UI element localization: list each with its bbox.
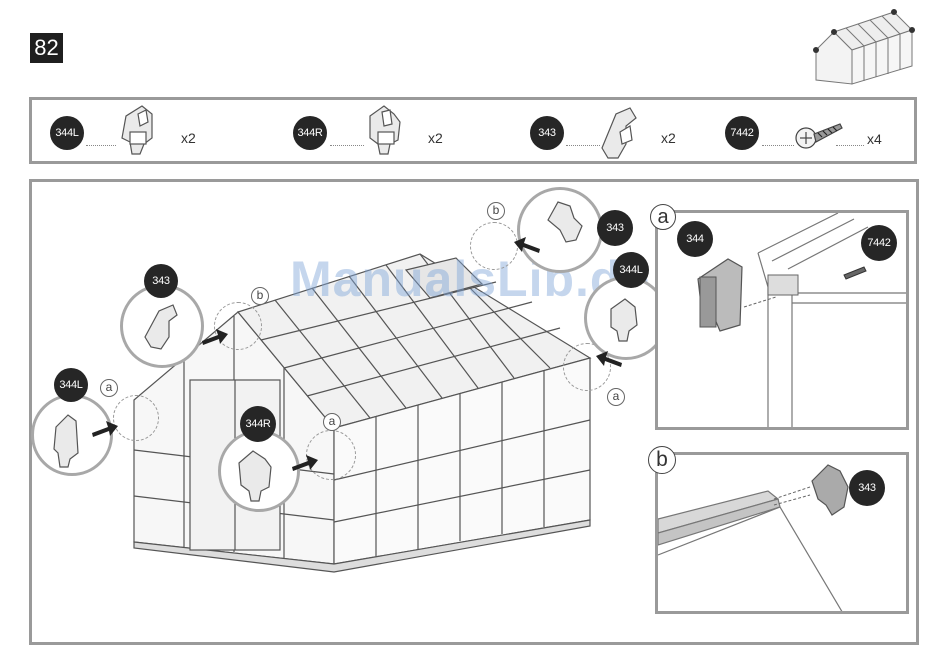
location-label: b bbox=[487, 202, 505, 220]
leader-line bbox=[566, 145, 600, 146]
part-quantity: x2 bbox=[181, 130, 196, 146]
part-badge: 344R bbox=[240, 406, 276, 442]
part-quantity: x2 bbox=[661, 130, 676, 146]
part-badge: 344L bbox=[54, 368, 88, 402]
part-badge: 344L bbox=[613, 252, 649, 288]
part-badge: 344R bbox=[293, 116, 327, 150]
leader-line bbox=[330, 145, 364, 146]
part-badge: 344 bbox=[677, 221, 713, 257]
part-badge: 344L bbox=[50, 116, 84, 150]
step-number: 82 bbox=[30, 33, 63, 63]
arrow-right-icon bbox=[200, 326, 230, 348]
part-callout bbox=[218, 430, 300, 512]
ridge-end-cap-icon bbox=[596, 104, 646, 162]
arrow-right-icon bbox=[290, 452, 320, 474]
part-callout bbox=[517, 187, 603, 273]
location-label: b bbox=[251, 287, 269, 305]
corner-connector-left-icon bbox=[112, 102, 174, 158]
part-badge: 7442 bbox=[861, 225, 897, 261]
location-label: a bbox=[607, 388, 625, 406]
greenhouse-thumbnail bbox=[808, 6, 928, 90]
part-badge: 343 bbox=[849, 470, 885, 506]
arrow-right-icon bbox=[90, 418, 120, 440]
arrow-left-icon bbox=[594, 348, 624, 370]
part-badge: 7442 bbox=[725, 116, 759, 150]
screw-icon bbox=[792, 114, 852, 158]
detail-letter: b bbox=[648, 446, 676, 474]
corner-connector-left-icon bbox=[587, 279, 665, 357]
part-badge: 343 bbox=[144, 264, 178, 298]
ridge-end-cap-icon bbox=[123, 287, 201, 365]
arrow-left-icon bbox=[512, 234, 542, 256]
corner-connector-right-icon bbox=[221, 433, 297, 509]
corner-connector-right-icon bbox=[360, 102, 422, 158]
ridge-end-cap-icon bbox=[520, 190, 600, 270]
part-badge: 343 bbox=[597, 210, 633, 246]
target-area bbox=[470, 222, 518, 270]
leader-line bbox=[762, 145, 794, 146]
part-quantity: x2 bbox=[428, 130, 443, 146]
location-label: a bbox=[323, 413, 341, 431]
part-quantity: x4 bbox=[867, 131, 882, 147]
leader-line bbox=[836, 145, 864, 146]
part-badge: 343 bbox=[530, 116, 564, 150]
detail-letter: a bbox=[650, 204, 676, 230]
location-label: a bbox=[100, 379, 118, 397]
